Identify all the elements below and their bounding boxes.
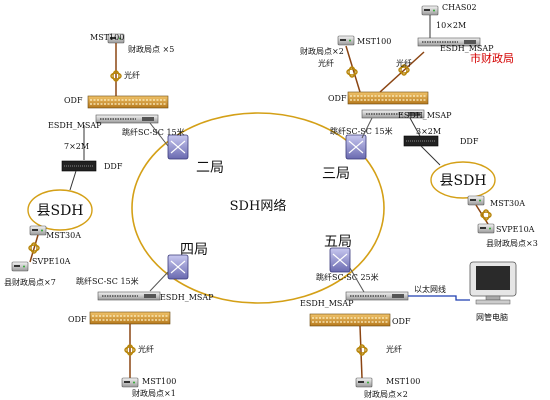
station-5-label: 五局	[324, 234, 352, 250]
odf-top-left-label: ODF	[64, 96, 83, 105]
mst30a-right-label: MST30A	[490, 199, 525, 208]
msap-bottom-right-label: ESDH_MSAP	[300, 299, 354, 308]
msap-city-label: ESDH_MSAP	[440, 44, 494, 53]
station-2-router	[167, 134, 189, 160]
fiber-line-city	[379, 51, 425, 93]
mst100-bottom-right-label: MST100	[386, 377, 420, 386]
svpe10a-left	[11, 261, 29, 272]
ring-center-label: SDH网络	[230, 198, 287, 214]
mst100-bottom-left-label: MST100	[142, 377, 176, 386]
fiber-line-left-county	[29, 234, 39, 263]
jump-line-bottom-right	[349, 267, 365, 293]
county-sdh-label-left: 县SDH	[36, 203, 83, 219]
sdh-ring	[131, 112, 385, 304]
odf-top-left	[87, 95, 169, 109]
station-2-label: 二局	[196, 160, 224, 176]
link-3x2m-label: 3×2M	[416, 127, 441, 136]
odf-bottom-left-label: ODF	[68, 315, 87, 324]
ddf-to-county-line-left	[69, 170, 77, 191]
mst100-bottom-left	[121, 377, 139, 388]
mst30a-right	[467, 195, 485, 206]
odf-bottom-left	[89, 311, 171, 325]
link-7x2m-label: 7×2M	[64, 142, 89, 151]
fiber-line-right-county	[475, 204, 489, 225]
odf-bottom-right-label: ODF	[392, 317, 411, 326]
county-sdh-ring-right	[430, 161, 496, 199]
nms-pc	[469, 261, 517, 305]
jump-bottom-right-label: 跳纤SC-SC 25米	[316, 272, 379, 282]
finance-right-county-label: 县财政局点×3	[486, 238, 538, 248]
jump-line-top-mid	[361, 117, 373, 139]
fiber-label-top-mid: 光纤	[318, 58, 334, 68]
fiber-coil-bottom-right	[356, 344, 368, 356]
ddf-right	[403, 135, 439, 147]
station-5-router	[329, 247, 351, 273]
fiber-line-bottom-right	[359, 325, 363, 379]
svpe10a-right-label: SVPE10A	[496, 225, 535, 234]
link-10x2m-label: 10×2M	[436, 21, 466, 30]
msap-top-left-label: ESDH_MSAP	[48, 121, 102, 130]
finance-top-left-label: 财政局点 ×5	[128, 44, 174, 54]
mst30a-left	[29, 225, 47, 236]
finance-top-mid-label: 财政局点×2	[300, 46, 344, 56]
station-4-router	[167, 254, 189, 280]
mst100-top-left-label: MST100	[90, 33, 124, 42]
county-sdh-ring-left	[27, 189, 93, 231]
finance-bottom-right-label: 财政局点×2	[364, 389, 408, 399]
jump-bottom-left-label: 跳纤SC-SC 15米	[76, 276, 139, 286]
ddf-to-county-line-right	[420, 145, 441, 166]
jump-line-top-left	[149, 122, 169, 147]
fiber-coil-right-county	[480, 209, 492, 221]
ddf-left	[61, 160, 97, 172]
mst30a-left-label: MST30A	[46, 231, 81, 240]
chas02-label: CHAS02	[442, 3, 477, 12]
fiber-label-top-left: 光纤	[124, 70, 140, 80]
fiber-label-bottom-left: 光纤	[138, 344, 154, 354]
msap-top-left	[95, 114, 159, 124]
e1-line-right	[409, 117, 421, 137]
ddf-right-label: DDF	[460, 137, 479, 146]
svpe10a-left-label: SVPE10A	[32, 257, 71, 266]
city-finance-label: 市财政局	[470, 51, 514, 65]
svpe10a-right	[477, 223, 495, 234]
msap-bottom-left-label: ESDH_MSAP	[160, 293, 214, 302]
finance-left-county-label: 县财政局点×7	[4, 277, 56, 287]
nms-pc-label: 网管电脑	[476, 312, 508, 322]
msap-bottom-left	[97, 291, 161, 301]
mst100-bottom-right	[355, 377, 373, 388]
chas02-device	[421, 5, 439, 16]
fiber-label-bottom-right: 光纤	[386, 344, 402, 354]
station-3-router	[345, 134, 367, 160]
finance-bottom-mid-label: 财政局点×1	[132, 388, 176, 398]
fiber-label-city: 光纤	[396, 58, 412, 68]
ethernet-label: 以太网线	[414, 284, 446, 294]
jump-top-left-label: 跳纤SC-SC 15米	[122, 127, 185, 137]
msap-bottom-right	[345, 291, 409, 301]
jump-top-mid-label: 跳纤SC-SC 15米	[330, 126, 393, 136]
odf-top-mid	[347, 91, 429, 105]
jump-line-bottom-left	[149, 271, 169, 292]
mst100-top-mid	[337, 35, 355, 46]
ethernet-line	[408, 295, 470, 301]
mst100-top-mid-label: MST100	[357, 37, 391, 46]
msap-top-mid-label: ESDH_MSAP	[398, 111, 452, 120]
station-3-label: 三局	[322, 166, 350, 182]
station-4-label: 四局	[180, 242, 208, 258]
county-sdh-label-right: 县SDH	[439, 173, 486, 189]
ddf-left-label: DDF	[104, 162, 123, 171]
odf-top-mid-label: ODF	[328, 94, 347, 103]
odf-bottom-right	[309, 313, 391, 327]
